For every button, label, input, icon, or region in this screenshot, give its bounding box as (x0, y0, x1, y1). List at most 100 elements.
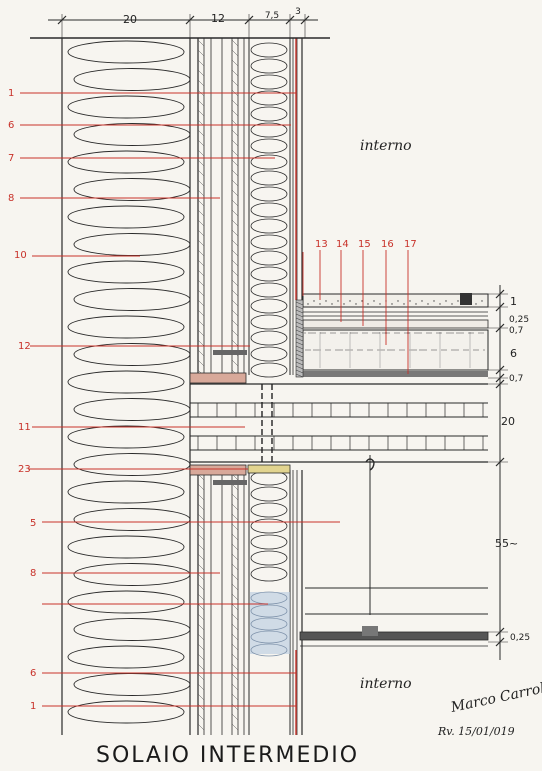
board-hatch (197, 199, 205, 207)
board-hatch (231, 209, 239, 217)
screed-dot (470, 332, 472, 334)
board-hatch (197, 533, 205, 541)
finish-dot (397, 300, 399, 302)
finish-dot (451, 303, 453, 305)
edge-strip-hatch (295, 341, 304, 346)
screed-dot (354, 332, 356, 334)
screed-dot (386, 332, 388, 334)
board-hatch (197, 359, 205, 367)
board-hatch (197, 309, 205, 317)
inner-insulation-loop (250, 106, 288, 122)
inner-insulation-loop (250, 90, 288, 106)
board-hatch (197, 69, 205, 77)
inner-insulation-loop (250, 518, 288, 534)
screed-dot (451, 349, 453, 351)
insulation-loop (73, 673, 191, 696)
edge-strip-hatch (295, 309, 304, 314)
screed-dot (411, 349, 413, 351)
screed-dot (322, 332, 324, 334)
inner-insulation-loop (250, 218, 288, 234)
screed-dot (361, 349, 363, 351)
acoustic-layer (302, 319, 489, 329)
board-hatch (231, 533, 239, 541)
inner-insulation-loop (250, 314, 288, 330)
screed-dot (367, 349, 369, 351)
screed-dot (398, 332, 400, 334)
screed-dot (364, 332, 366, 334)
screed-dot (445, 349, 447, 351)
board-hatch (197, 319, 205, 327)
board-hatch (231, 633, 239, 641)
board-hatch (197, 229, 205, 237)
board-hatch (197, 493, 205, 501)
inner-insulation-loop (250, 122, 288, 138)
ceiling-clip (362, 626, 378, 636)
screed-dot (351, 349, 353, 351)
board-hatch (197, 523, 205, 531)
screed-dot (309, 349, 311, 351)
board-hatch (231, 643, 239, 651)
edge-strip-hatch (295, 325, 304, 330)
board-hatch (197, 279, 205, 287)
screed-dot (317, 349, 319, 351)
screed-dot (308, 332, 310, 334)
inner-insulation-loop (250, 362, 288, 378)
floor-edge-block (460, 293, 472, 305)
impact-mat (303, 371, 488, 377)
right-dim-3: 0,7 (509, 326, 523, 336)
screed-dot (431, 349, 433, 351)
board-hatch (231, 339, 239, 347)
insulation-loop (67, 205, 185, 229)
board-hatch (231, 503, 239, 511)
screed-dot (330, 332, 332, 334)
screed-dot (381, 349, 383, 351)
finish-dot (373, 300, 375, 302)
right-dim-6: 20 (501, 415, 515, 428)
inner-insulation-loop (250, 591, 288, 605)
screed-dot (419, 349, 421, 351)
finish-dot (433, 300, 435, 302)
screed-dot (414, 332, 416, 334)
edge-strip-hatch (295, 369, 304, 374)
board-hatch (197, 49, 205, 57)
screed-dot (374, 332, 376, 334)
edge-strip-hatch (295, 305, 304, 310)
board-hatch (231, 493, 239, 501)
insulation-loop (73, 618, 191, 641)
top-dim-2: 12 (211, 12, 225, 25)
callout-top-17: 17 (404, 239, 417, 250)
board-hatch (197, 259, 205, 267)
board-hatch (197, 563, 205, 571)
board-hatch (231, 613, 239, 621)
callout-left-1: 1 (8, 88, 14, 99)
finish-dot (481, 300, 483, 302)
board-hatch (197, 643, 205, 651)
board-hatch (231, 523, 239, 531)
screed-dot (423, 349, 425, 351)
screed-dot (335, 349, 337, 351)
edge-strip-hatch (295, 349, 304, 354)
callout-top-16: 16 (381, 239, 394, 250)
screed-dot (456, 332, 458, 334)
board-hatch (231, 139, 239, 147)
insulation-loop (73, 343, 191, 366)
insulation-loop (67, 700, 185, 724)
screed-dot (339, 349, 341, 351)
edge-strip-hatch (295, 321, 304, 326)
insulation-loop (73, 398, 191, 421)
board-hatch (197, 553, 205, 561)
insulation-loop (67, 645, 185, 669)
right-dim-7: 55~ (495, 537, 518, 550)
top-dim-3: 7,5 (265, 11, 279, 21)
right-dim-5: 0,7 (509, 374, 523, 384)
edge-strip-hatch (295, 317, 304, 322)
screed-dot (475, 349, 477, 351)
bracket (213, 350, 247, 355)
board-hatch (231, 169, 239, 177)
callout-left-11: 6 (30, 668, 36, 679)
board-hatch (197, 693, 205, 701)
board-hatch (231, 319, 239, 327)
board-hatch (231, 109, 239, 117)
edge-strip-hatch (295, 361, 304, 366)
screed-dot (383, 349, 385, 351)
